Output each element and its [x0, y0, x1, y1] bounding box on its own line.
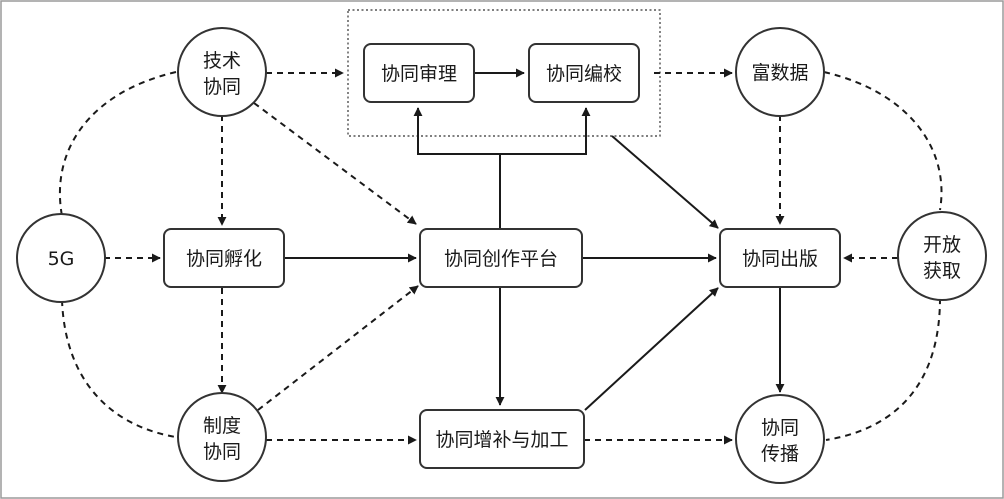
edge-platform-edit	[500, 107, 591, 155]
node-system-collab: 制度 协同	[177, 392, 267, 482]
node-collab-incubate-label: 协同孵化	[186, 248, 262, 270]
node-collab-supplement: 协同增补与加工	[419, 409, 585, 469]
node-collab-review-label: 协同审理	[381, 63, 457, 85]
node-tech-collab: 技术 协同	[177, 27, 267, 117]
edges	[58, 68, 943, 445]
node-system-collab-line1: 制度	[203, 415, 241, 437]
node-open-access-line2: 获取	[923, 260, 961, 282]
node-collab-spread-line1: 协同	[761, 417, 799, 439]
node-tech-collab-line2: 协同	[203, 76, 241, 98]
node-system-collab-line2: 协同	[203, 441, 241, 463]
node-5g: 5G	[16, 213, 106, 303]
node-collab-publish-label: 协同出版	[742, 248, 818, 270]
node-collab-review: 协同审理	[363, 43, 475, 103]
edge-edit-publish	[611, 135, 719, 229]
node-collab-edit: 协同编校	[528, 43, 640, 103]
edge-platform-review	[413, 107, 501, 228]
edge-tech-platform	[253, 102, 417, 225]
node-rich-data: 富数据	[735, 27, 825, 117]
node-tech-collab-line1: 技术	[203, 50, 241, 72]
edge-richdata-open-arc	[823, 71, 943, 211]
node-collab-edit-label: 协同编校	[546, 63, 622, 85]
node-collab-platform-label: 协同创作平台	[444, 248, 558, 270]
node-collab-incubate: 协同孵化	[163, 228, 285, 288]
node-collab-spread-line2: 传播	[761, 443, 799, 465]
node-collab-platform: 协同创作平台	[419, 228, 583, 288]
node-open-access: 开放 获取	[897, 211, 987, 301]
node-collab-spread: 协同 传播	[735, 394, 825, 484]
node-5g-label: 5G	[48, 248, 75, 270]
node-rich-data-label: 富数据	[751, 62, 808, 84]
edge-5g-system-arc	[61, 299, 183, 439]
edge-system-platform	[257, 285, 419, 411]
node-open-access-line1: 开放	[923, 234, 961, 256]
edge-tech-5g-arc	[58, 71, 177, 217]
edge-open-spread-arc	[825, 297, 941, 441]
node-collab-supplement-label: 协同增补与加工	[435, 429, 568, 451]
edge-supplement-publish	[584, 287, 719, 411]
node-collab-publish: 协同出版	[719, 228, 841, 288]
